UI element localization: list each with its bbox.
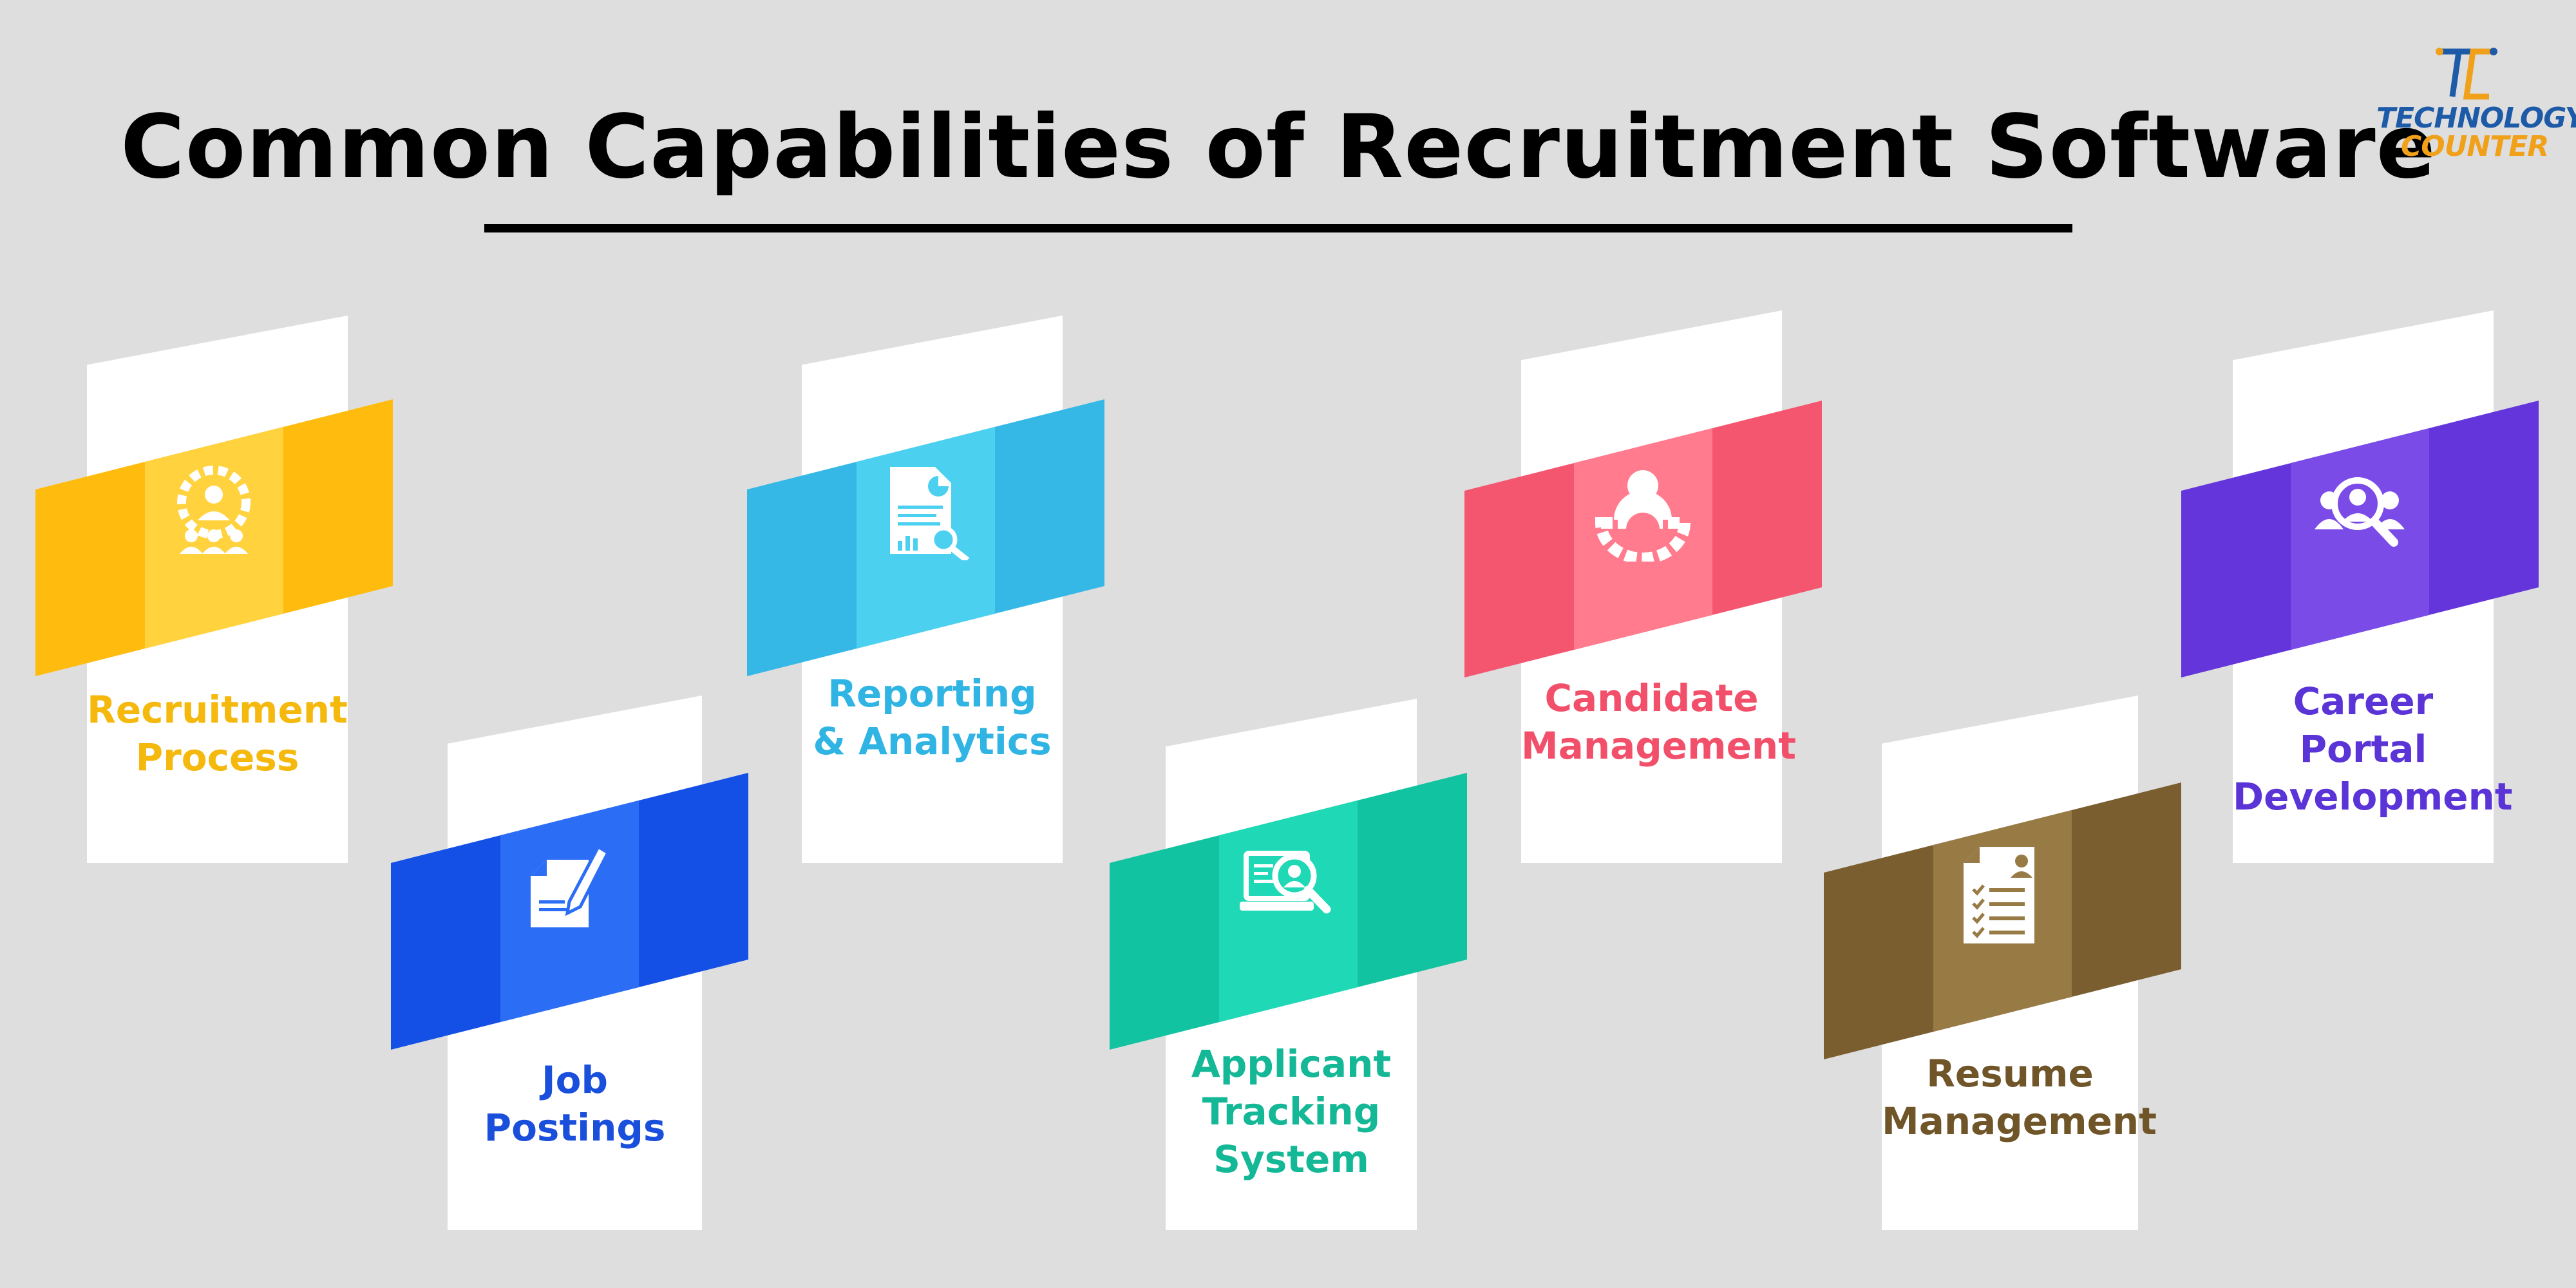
card-ribbon bbox=[1464, 401, 1822, 677]
card-ribbon bbox=[2181, 401, 2539, 677]
card-label: Candidate Management bbox=[1521, 674, 1796, 770]
card-ribbon bbox=[1110, 773, 1467, 1050]
technology-counter-logo: TECHNOLOGY COUNTER bbox=[2376, 45, 2576, 174]
title-underline bbox=[484, 224, 2072, 232]
label-line: Tracking bbox=[1202, 1090, 1381, 1133]
label-line: Career bbox=[2293, 679, 2434, 723]
label-line: Postings bbox=[484, 1106, 666, 1150]
card-label: Recruitment Process bbox=[87, 686, 348, 781]
card-career-portal: Career Portal Development bbox=[2181, 310, 2539, 863]
card-label: Reporting & Analytics bbox=[802, 670, 1063, 765]
card-applicant-tracking: Applicant Tracking System bbox=[1110, 699, 1467, 1230]
label-line: Process bbox=[135, 735, 299, 779]
card-candidate-management: Candidate Management bbox=[1464, 310, 1822, 863]
card-ribbon bbox=[1824, 782, 2181, 1059]
label-line: Resume bbox=[1926, 1052, 2094, 1095]
label-line: System bbox=[1213, 1137, 1369, 1181]
label-line: Job bbox=[542, 1058, 608, 1102]
label-line: Recruitment bbox=[87, 688, 348, 732]
card-label: Applicant Tracking System bbox=[1166, 1040, 1417, 1183]
tc-logo-mark-icon bbox=[2436, 48, 2497, 100]
label-line: Management bbox=[1882, 1099, 2157, 1143]
document-pen-icon bbox=[521, 837, 618, 934]
label-line: Candidate bbox=[1544, 676, 1759, 720]
label-line: Development bbox=[2233, 775, 2513, 819]
resume-checklist-icon bbox=[1954, 847, 2050, 943]
logo-text-technology: TECHNOLOGY bbox=[2376, 102, 2576, 135]
person-gear-icon bbox=[1595, 465, 1691, 562]
card-recruitment-process: Recruitment Process bbox=[35, 316, 393, 863]
card-ribbon bbox=[747, 399, 1104, 676]
label-line: Applicant bbox=[1191, 1042, 1392, 1086]
card-label: Career Portal Development bbox=[2233, 677, 2513, 820]
card-label: Resume Management bbox=[1882, 1050, 2157, 1145]
label-line: Reporting bbox=[828, 672, 1037, 715]
report-magnifier-icon bbox=[877, 464, 974, 560]
label-line: Management bbox=[1521, 724, 1796, 768]
card-ribbon bbox=[391, 773, 748, 1050]
label-line: Portal bbox=[2299, 727, 2427, 771]
people-search-icon bbox=[2311, 465, 2408, 562]
card-reporting-analytics: Reporting & Analytics bbox=[747, 316, 1104, 863]
laptop-search-icon bbox=[1240, 837, 1336, 934]
gear-people-icon bbox=[166, 464, 262, 560]
card-job-postings: Job Postings bbox=[391, 696, 748, 1230]
logo-text-counter: COUNTER bbox=[2401, 130, 2549, 163]
card-label: Job Postings bbox=[448, 1056, 702, 1151]
label-line: & Analytics bbox=[813, 719, 1052, 763]
card-ribbon bbox=[35, 399, 393, 676]
card-resume-management: Resume Management bbox=[1824, 696, 2181, 1230]
page-title: Common Capabilities of Recruitment Softw… bbox=[120, 97, 2436, 198]
